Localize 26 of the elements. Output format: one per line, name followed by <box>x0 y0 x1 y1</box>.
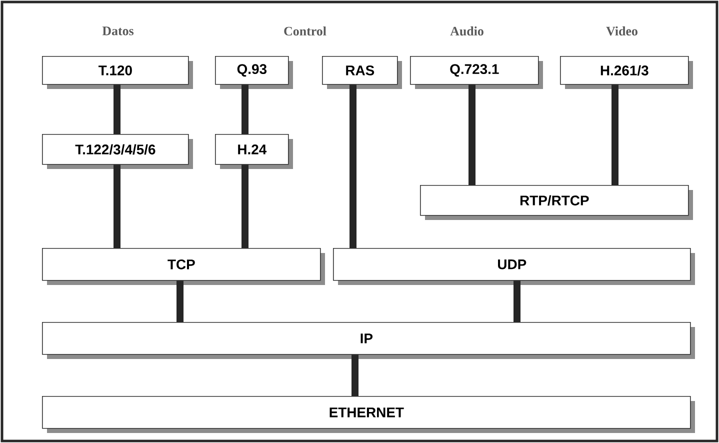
protocol-box: IP <box>42 322 695 359</box>
protocol-box: ETHERNET <box>42 396 695 433</box>
connector-bar <box>612 84 618 185</box>
connector-bar <box>514 280 520 322</box>
connector-bar <box>468 84 476 185</box>
protocol-box: T.120 <box>42 56 193 89</box>
connector-bar <box>242 164 248 248</box>
protocol-box: H.261/3 <box>560 56 693 89</box>
protocol-box: UDP <box>333 248 695 285</box>
protocol-box: H.24 <box>215 134 293 169</box>
protocol-box: RAS <box>322 56 402 89</box>
connector-bar <box>352 354 358 396</box>
column-heading: Control <box>284 26 326 36</box>
connector-bar <box>114 84 120 134</box>
column-heading: Audio <box>450 26 484 36</box>
column-heading: Video <box>606 26 638 36</box>
connector-bar <box>242 84 248 134</box>
connector-bar <box>114 164 120 248</box>
protocol-box: TCP <box>42 248 325 285</box>
protocol-box: T.122/3/4/5/6 <box>42 134 193 169</box>
column-heading: Datos <box>102 26 134 36</box>
protocol-box: Q.93 <box>215 56 293 89</box>
connector-bar <box>176 280 184 322</box>
protocol-box: Q.723.1 <box>410 56 543 89</box>
protocol-box: RTP/RTCP <box>420 184 693 220</box>
connector-bar <box>350 84 356 248</box>
